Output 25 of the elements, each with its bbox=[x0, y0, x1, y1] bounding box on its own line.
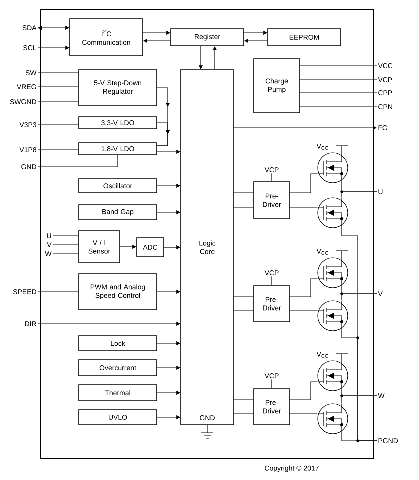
connector bbox=[300, 92, 378, 94]
connector bbox=[342, 192, 378, 198]
connector bbox=[342, 434, 378, 442]
connector bbox=[234, 296, 254, 298]
transistor-symbol bbox=[318, 250, 348, 288]
connector bbox=[290, 174, 318, 194]
transistor-symbol bbox=[318, 146, 348, 184]
connector bbox=[300, 106, 378, 108]
transistor-symbol bbox=[318, 198, 348, 228]
connector bbox=[234, 192, 254, 194]
connector bbox=[290, 382, 318, 400]
connector bbox=[342, 294, 378, 301]
connector bbox=[38, 86, 79, 88]
transistor-symbol bbox=[318, 300, 348, 332]
connector bbox=[342, 396, 378, 404]
connector bbox=[38, 124, 79, 126]
connector bbox=[290, 310, 318, 312]
connector bbox=[38, 155, 118, 168]
connector bbox=[52, 244, 79, 246]
connector bbox=[234, 310, 254, 312]
transistor-symbol bbox=[318, 404, 348, 434]
connector bbox=[38, 72, 79, 74]
connector bbox=[157, 122, 170, 146]
transistor-symbol bbox=[318, 354, 348, 392]
connector bbox=[290, 278, 318, 298]
